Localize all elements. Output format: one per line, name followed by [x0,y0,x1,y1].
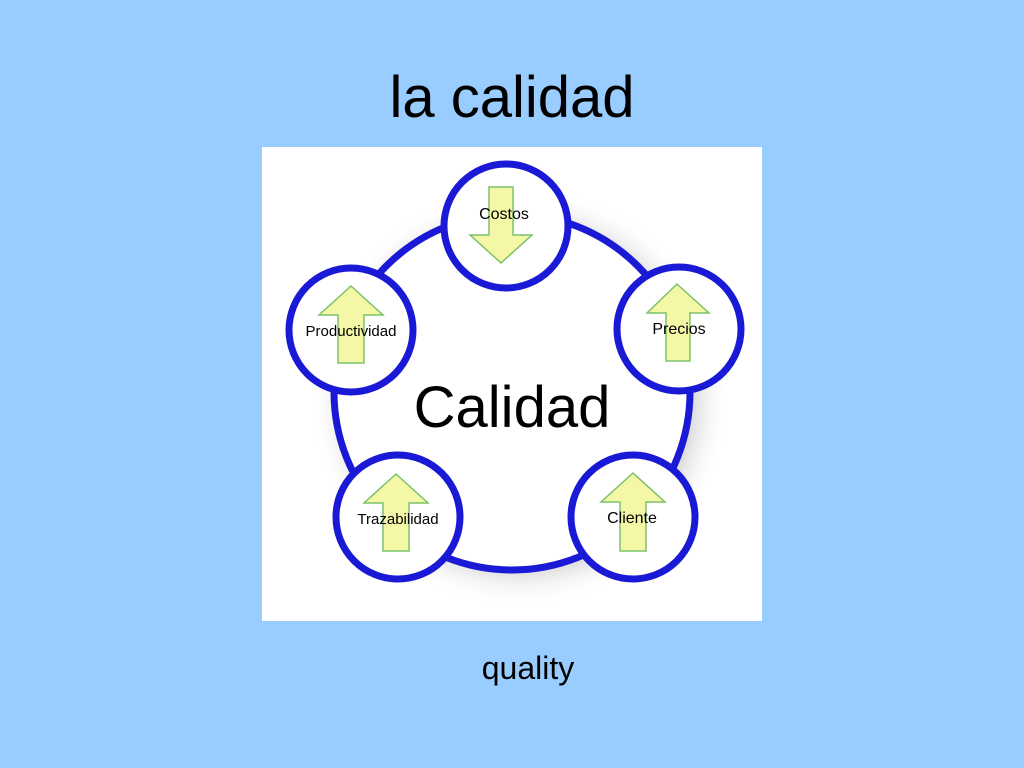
down-arrow-icon [468,186,534,265]
node-label: Costos [479,206,529,223]
slide-caption: quality [481,650,575,686]
quality-diagram-svg: Calidad Costos Precios Cliente Trazabili… [285,160,745,607]
slide-title: la calidad [389,65,635,130]
up-arrow-icon [362,472,430,552]
node-label: Trazabilidad [357,511,438,528]
node-cliente: Cliente [567,451,699,583]
quality-diagram: Calidad Costos Precios Cliente Trazabili… [262,147,762,621]
center-label: Calidad [414,375,611,440]
node-label: Productividad [306,323,397,340]
node-precios: Precios [613,263,745,395]
node-costos: Costos [440,160,572,292]
up-arrow-icon [645,282,711,362]
node-productividad: Productividad [285,264,417,396]
node-trazabilidad: Trazabilidad [332,451,464,583]
node-label: Precios [652,321,705,338]
up-arrow-icon [317,284,385,364]
up-arrow-icon [599,471,667,552]
node-label: Cliente [607,510,657,527]
